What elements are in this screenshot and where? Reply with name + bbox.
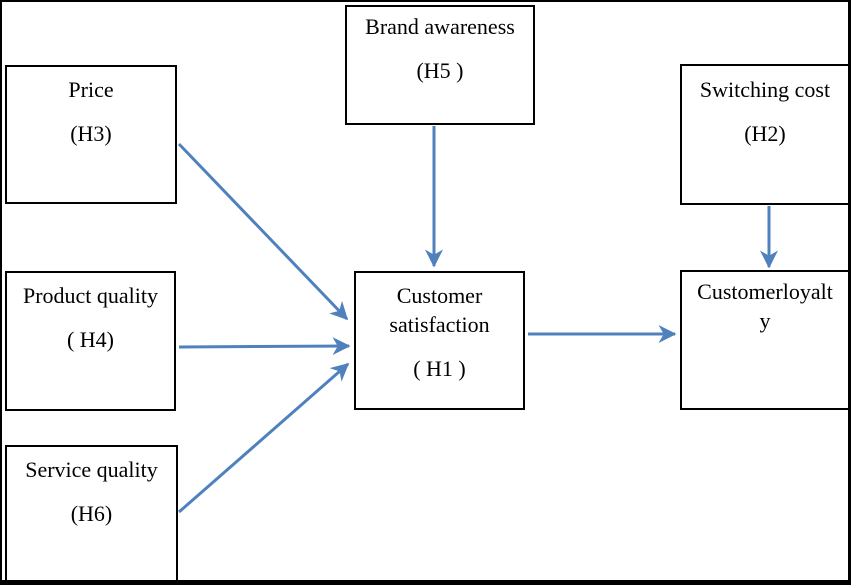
node-label: Product quality: [22, 283, 159, 308]
node-label: Switching cost: [699, 77, 831, 102]
arrow-product-quality-to-satisfaction: [178, 337, 351, 356]
node-label: Customerloyalt: [697, 279, 833, 304]
node-label: satisfaction: [389, 312, 490, 337]
node-service-quality: Service quality (H6): [5, 445, 178, 580]
node-product-quality: Product quality ( H4): [5, 271, 176, 411]
hypothesis-label: ( H4): [66, 327, 115, 352]
node-switching-cost: Switching cost (H2): [680, 64, 848, 205]
hypothesis-label: (H3): [70, 121, 112, 146]
arrow-price-to-satisfaction: [177, 142, 349, 321]
node-price: Price (H3): [5, 65, 177, 204]
node-brand-awareness: Brand awareness (H5 ): [345, 5, 535, 125]
hypothesis-label: (H6): [70, 501, 113, 526]
node-customer-satisfaction: Customer satisfaction ( H1 ): [354, 271, 525, 410]
hypothesis-label: (H5 ): [416, 58, 464, 83]
node-label: Service quality: [25, 457, 158, 482]
arrow-service-quality-to-satisfaction: [178, 362, 350, 514]
node-label: Customer: [396, 283, 483, 308]
node-label: Brand awareness: [365, 14, 515, 39]
node-label: Price: [68, 77, 114, 102]
node-customer-loyalty: Customerloyalt y: [680, 270, 848, 410]
hypothesis-label: (H2): [744, 121, 786, 146]
hypothesis-label: ( H1 ): [413, 356, 466, 381]
node-label: y: [759, 308, 771, 333]
